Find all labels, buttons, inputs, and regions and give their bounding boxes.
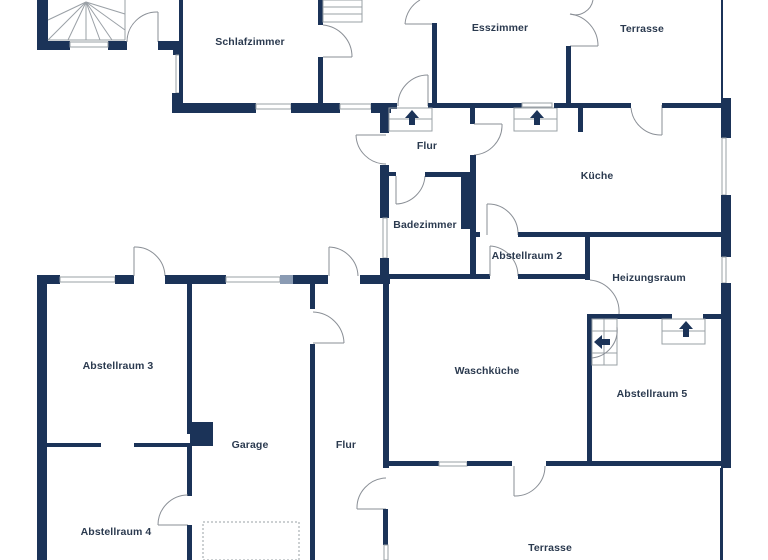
stair-icon xyxy=(322,0,363,23)
door-swing-icon xyxy=(397,74,429,107)
room-label-flur-bottom: Flur xyxy=(335,439,357,451)
stair-up-arrow-icon xyxy=(388,107,433,132)
door-swing-icon xyxy=(328,246,359,277)
room-label-waschkueche: Waschküche xyxy=(454,365,520,377)
door-swing-icon xyxy=(569,0,599,47)
spiral-stair-icon xyxy=(37,0,127,50)
room-label-schlafzimmer: Schlafzimmer xyxy=(215,36,285,48)
stair-left-arrow-icon xyxy=(591,318,618,366)
door-swing-icon xyxy=(489,245,519,277)
room-label-abstellraum-5: Abstellraum 5 xyxy=(616,388,688,400)
room-label-abstellraum-3: Abstellraum 3 xyxy=(82,360,154,372)
room-label-flur-top: Flur xyxy=(416,140,438,152)
room-label-kueche: Küche xyxy=(580,170,614,182)
room-label-garage: Garage xyxy=(231,439,269,451)
room-label-abstellraum-2: Abstellraum 2 xyxy=(491,250,563,262)
door-swing-icon xyxy=(395,175,426,205)
door-swing-icon xyxy=(355,134,387,165)
room-label-abstellraum-4: Abstellraum 4 xyxy=(80,526,152,538)
door-swing-icon xyxy=(157,494,189,526)
door-swing-icon xyxy=(630,105,663,136)
stair-up-arrow-icon xyxy=(513,107,558,132)
door-swing-icon xyxy=(513,465,546,497)
room-label-terrasse-bottom: Terrasse xyxy=(528,542,572,554)
room-label-terrasse-top: Terrasse xyxy=(620,23,664,35)
door-swing-icon xyxy=(356,477,387,510)
door-swing-icon xyxy=(312,311,345,344)
door-swing-icon xyxy=(126,11,159,43)
door-swing-icon xyxy=(404,0,432,25)
door-swing-icon xyxy=(486,203,519,236)
room-label-esszimmer: Esszimmer xyxy=(471,22,529,34)
room-label-heizungsraum: Heizungsraum xyxy=(612,272,686,284)
door-swing-icon xyxy=(589,279,620,315)
door-swing-icon xyxy=(473,123,503,156)
stair-up-arrow-icon xyxy=(661,318,706,345)
door-swing-icon xyxy=(133,246,166,277)
room-label-badezimmer: Badezimmer xyxy=(393,219,457,231)
door-swing-icon xyxy=(322,24,353,58)
garage-door-outline xyxy=(202,521,300,560)
